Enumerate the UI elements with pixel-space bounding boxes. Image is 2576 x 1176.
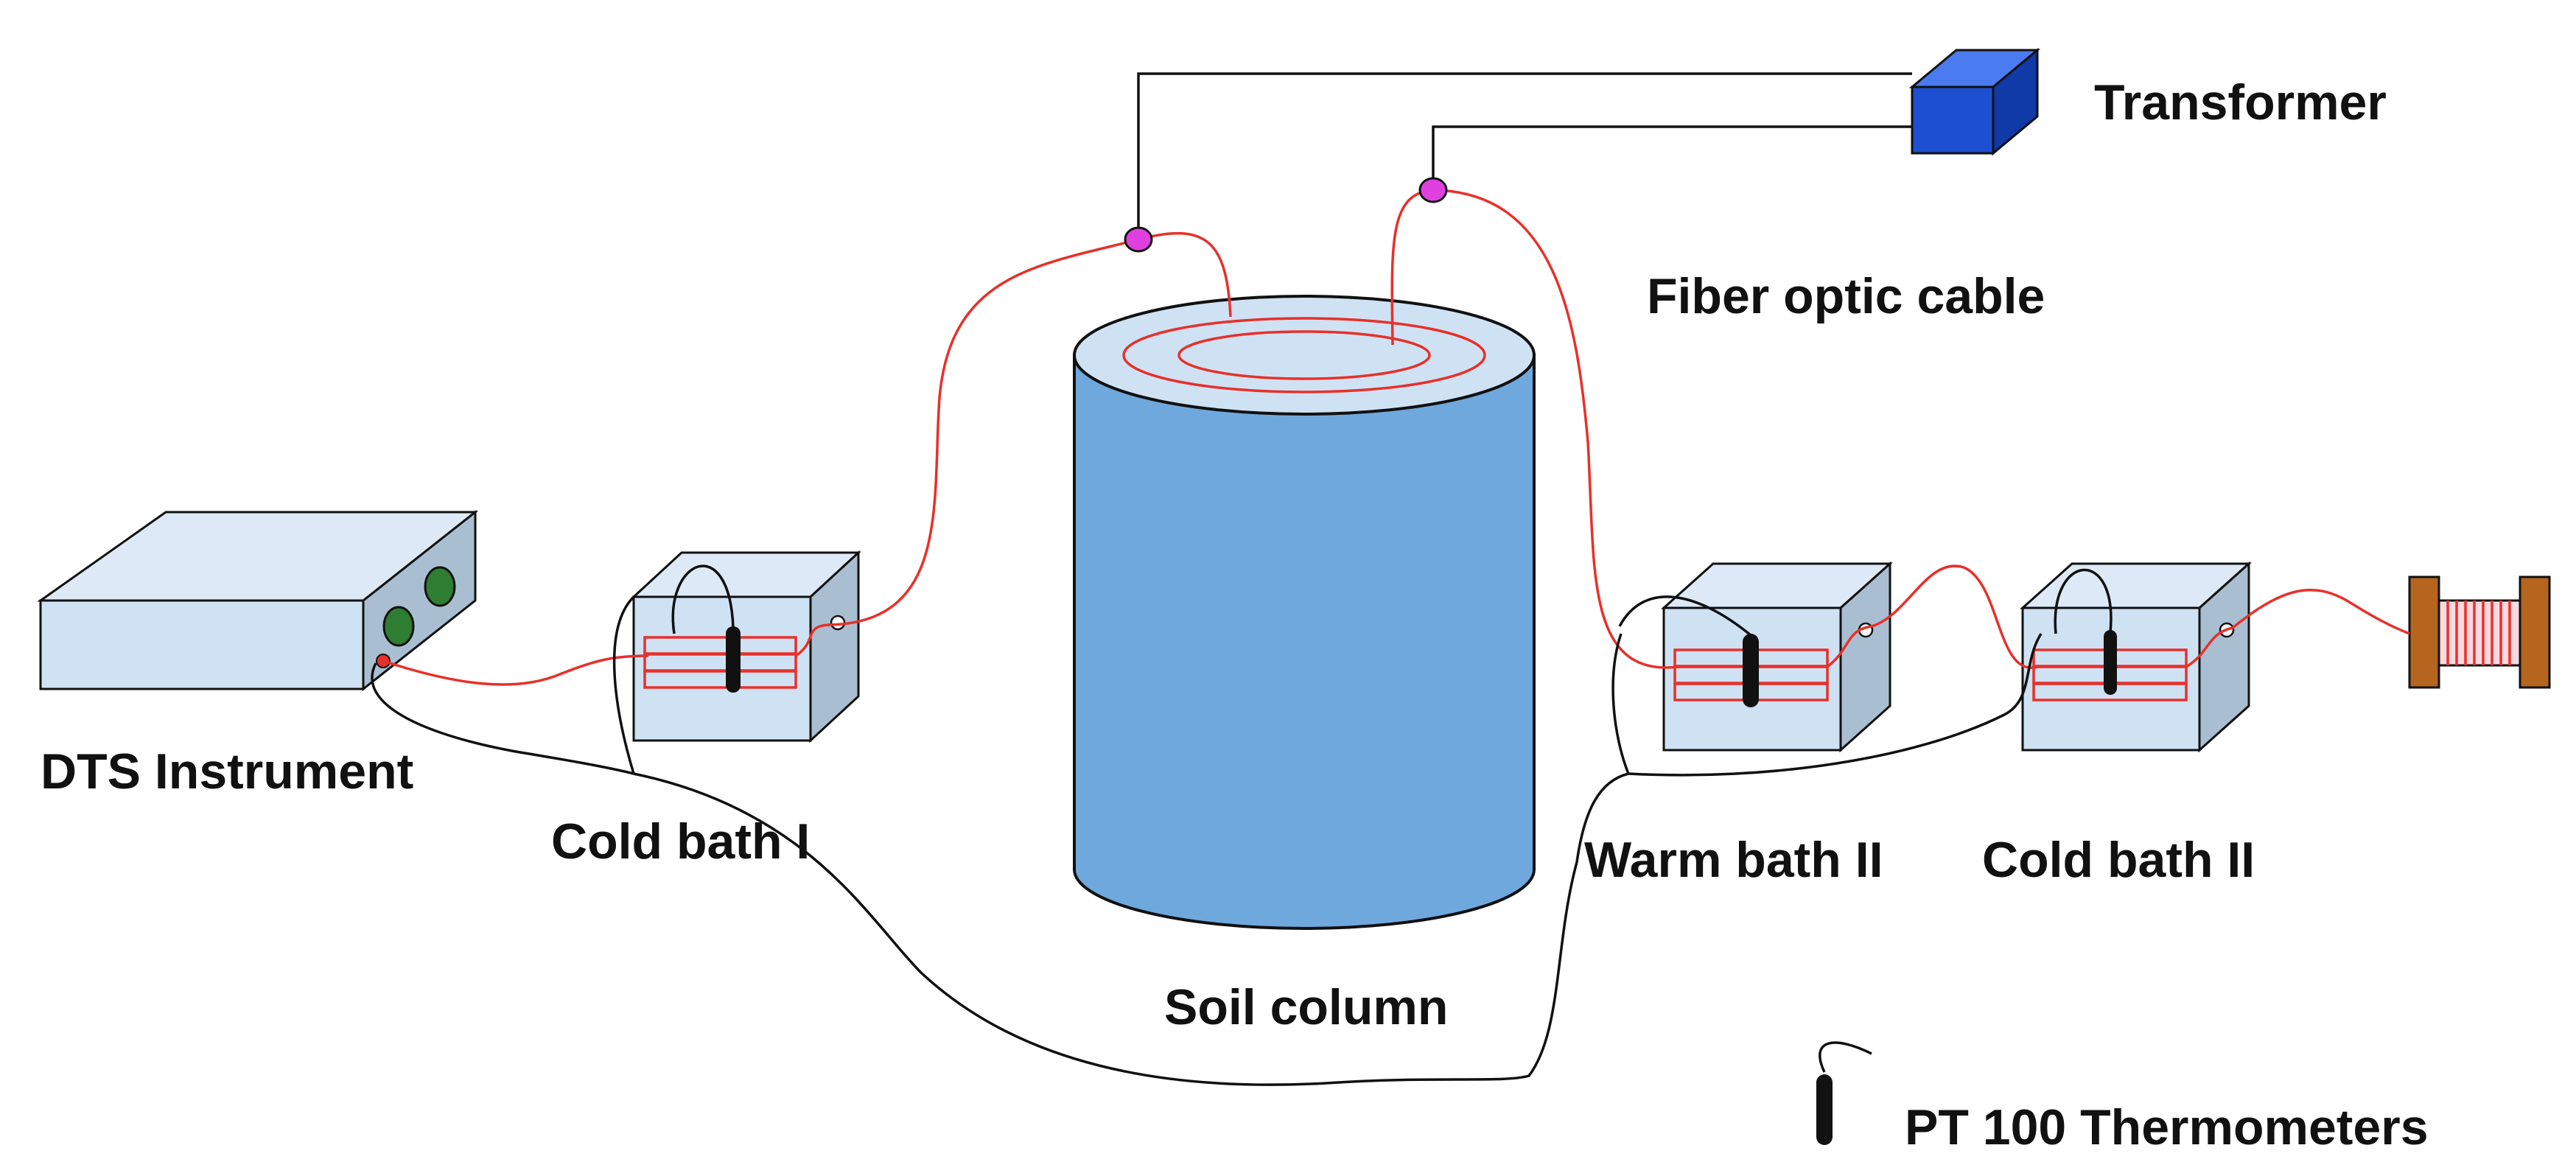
- connector-icon: [1124, 226, 1153, 253]
- warm-bath-2-label: Warm bath II: [1584, 832, 1883, 888]
- pt100-thermometer-icon: [1819, 1041, 1872, 1073]
- cold-bath-1: [631, 550, 861, 743]
- knob-icon: [424, 566, 456, 607]
- fiber-optic-cable-label: Fiber optic cable: [1647, 268, 2045, 324]
- fiber-column-to-warmbath2: [1432, 189, 1679, 669]
- soil-column-label: Soil column: [1164, 979, 1448, 1035]
- transformer-label: Transformer: [2094, 74, 2387, 130]
- transformer: [1908, 47, 2041, 156]
- transformer-wire-left: [1137, 72, 1912, 236]
- fiber-warmbath2-to-coldbath2: [1826, 564, 2038, 669]
- connector-icon: [1418, 177, 1448, 203]
- pt100-probe-icon: [1816, 1074, 1833, 1145]
- cold-bath-2: [2020, 561, 2252, 753]
- fiber-spool: [2408, 575, 2551, 689]
- knob-icon: [382, 606, 415, 647]
- transformer-wire-right: [1432, 125, 1912, 186]
- fiber-coldbath2-to-spool: [2185, 588, 2410, 668]
- fiber-coldbath1-to-column: [795, 238, 1139, 657]
- dts-instrument-label: DTS Instrument: [41, 743, 413, 799]
- pt100-legend: [1816, 1041, 1872, 1145]
- pt100-legend-label: PT 100 Thermometers: [1905, 1099, 2429, 1155]
- thermometer-signal-wire: [371, 595, 2043, 1086]
- dts-instrument: [37, 509, 479, 692]
- fiber-into-column-left: [1138, 232, 1232, 318]
- cold-bath-2-label: Cold bath II: [1982, 832, 2255, 888]
- cold-bath-1-label: Cold bath I: [551, 813, 810, 869]
- fiber-instrument-to-coldbath1: [382, 654, 649, 686]
- fiber-into-column-right: [1390, 189, 1434, 346]
- soil-column: [1073, 295, 1536, 930]
- warm-bath-2: [1618, 561, 1893, 753]
